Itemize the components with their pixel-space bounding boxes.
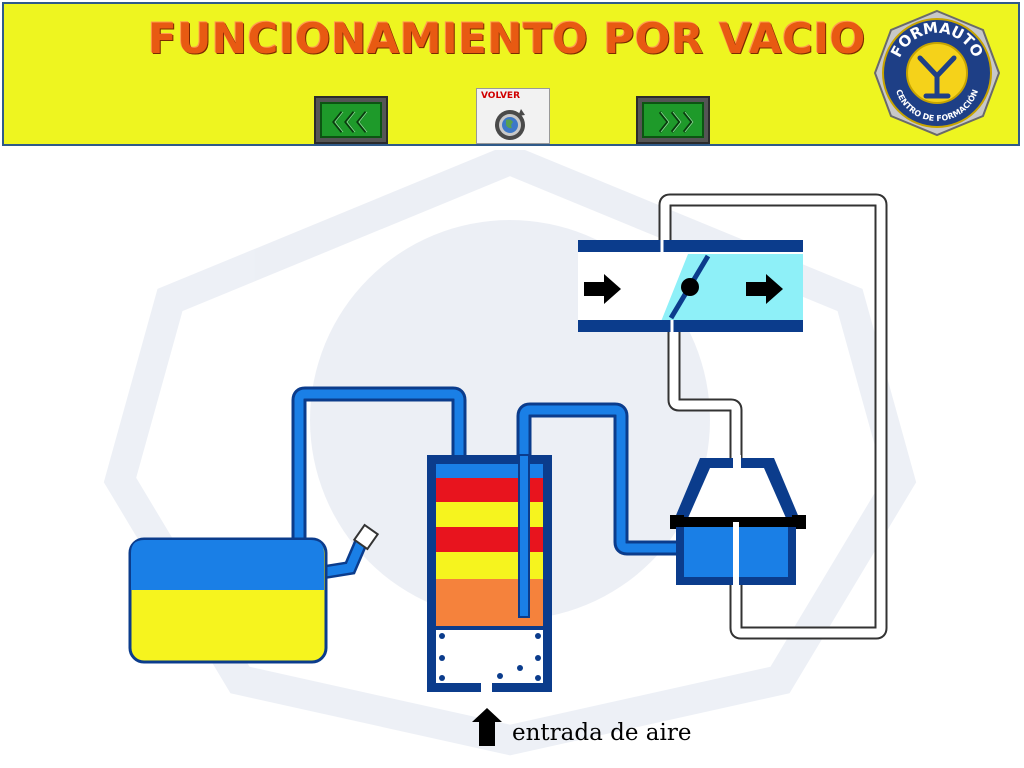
airflow-arrow-icon xyxy=(746,274,783,304)
airflow-arrow-icon xyxy=(584,274,621,304)
back-button[interactable]: VOLVER xyxy=(476,88,550,144)
formauto-logo: FORMAUTO CENTRO DE FORMACIÓN xyxy=(873,9,1001,137)
triple-right-arrows-icon xyxy=(658,111,694,133)
purge-pipe xyxy=(516,402,680,616)
globe-return-icon xyxy=(495,109,525,140)
page-title: FUNCIONAMIENTO POR VACIO xyxy=(148,14,866,63)
purge-valve xyxy=(670,455,806,602)
back-label: VOLVER xyxy=(481,91,520,101)
previous-button[interactable] xyxy=(314,96,388,144)
next-button[interactable] xyxy=(636,96,710,144)
throttle-body xyxy=(578,240,803,332)
vapor-pipe-tank xyxy=(291,386,467,545)
fuel-tank xyxy=(128,523,380,664)
triple-left-arrows-icon xyxy=(332,111,368,133)
vacuum-system-diagram xyxy=(103,150,917,756)
charcoal-canister xyxy=(427,454,552,701)
vacuum-line-white xyxy=(658,193,888,640)
air-inlet-label: entrada de aire xyxy=(512,720,692,746)
air-inlet-arrow-icon xyxy=(472,708,502,746)
